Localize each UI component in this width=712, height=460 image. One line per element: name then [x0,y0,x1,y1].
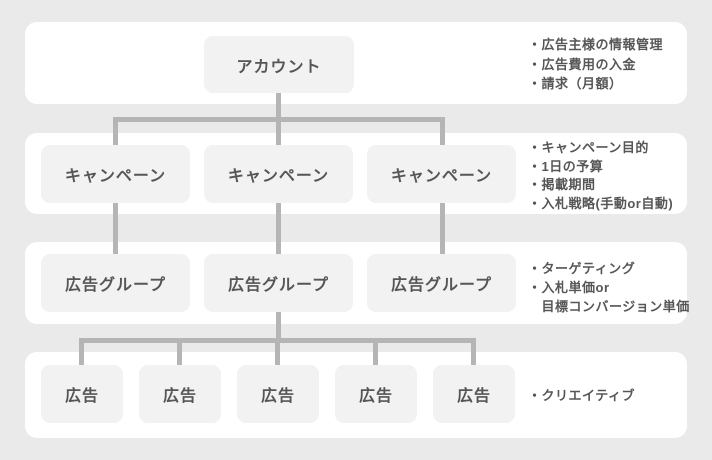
node-campaign-3: キャンペーン [367,145,516,203]
note-line: ・入札戦略(手動or自動) [528,195,674,211]
node-ad-group-2: 広告グループ [204,254,353,312]
node-ad-4: 広告 [335,365,417,423]
connector-campaign-left-drop [112,117,118,145]
node-ad-5: 広告 [433,365,515,423]
note-line: ・1日の予算 [528,158,604,174]
note-line: ・ターゲティング [528,261,636,276]
connector-adgroup-drop-3 [439,203,445,254]
connector-adgroup2-down [275,312,281,343]
connector-ad-drop-2 [177,338,182,365]
node-campaign-1: キャンペーン [41,145,190,203]
notes-ad: ・クリエイティブ [528,386,635,405]
notes-campaign: ・キャンペーン目的 ・1日の予算 ・掲載期間 ・入札戦略(手動or自動) [528,139,673,213]
connector-ad-drop-3 [275,338,280,365]
node-ad-3: 広告 [237,365,319,423]
connector-adgroup-drop-2 [275,203,281,254]
note-line: ・広告主様の情報管理 [528,37,664,52]
node-ad-2: 広告 [139,365,221,423]
note-line: ・クリエイティブ [528,388,635,403]
connector-ad-drop-4 [373,338,378,365]
note-line: ・キャンペーン目的 [528,140,649,155]
note-line: ・入札単価or [528,280,610,295]
connector-adgroup-drop-1 [112,203,118,254]
note-line: ・請求（月額） [528,76,623,91]
node-ad-1: 広告 [41,365,123,423]
panel-account [25,22,687,104]
node-ad-group-3: 広告グループ [367,254,516,312]
notes-ad-group: ・ターゲティング ・入札単価or 目標コンバージョン単価 [528,259,690,316]
connector-campaign-horizontal [112,117,445,122]
node-ad-group-1: 広告グループ [41,254,190,312]
node-account: アカウント [204,36,354,93]
note-line: 目標コンバージョン単価 [528,299,690,314]
notes-account: ・広告主様の情報管理 ・広告費用の入金 ・請求（月額） [528,35,663,94]
connector-ad-drop-1 [79,338,84,365]
note-line: ・広告費用の入金 [528,56,637,72]
node-campaign-2: キャンペーン [204,145,353,203]
note-line: ・掲載期間 [528,177,596,192]
connector-campaign-right-drop [439,117,445,145]
connector-ad-drop-5 [471,338,476,365]
